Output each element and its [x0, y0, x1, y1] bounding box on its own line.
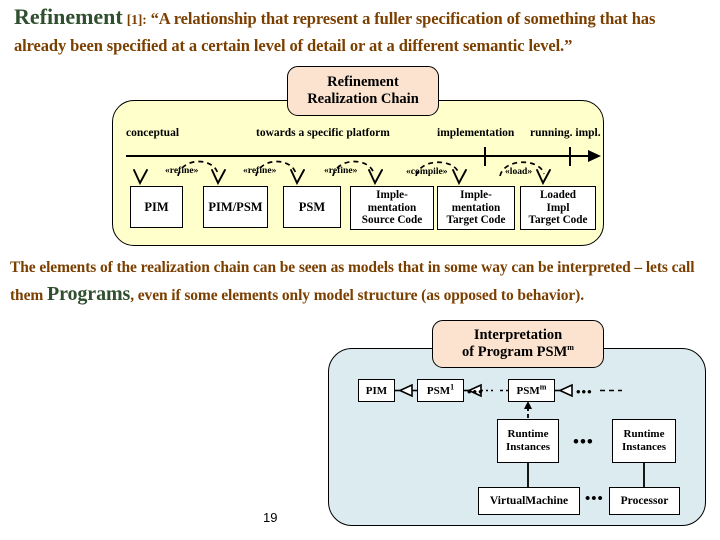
intro-citation: [1]:	[126, 12, 147, 27]
interp-box-psm-last-superscript: m	[539, 381, 547, 391]
interpretation-title-line2-prefix: of Program PSM	[462, 344, 568, 360]
interp-box-runtime-instances-2[interactable]: Runtime Instances	[612, 419, 676, 463]
timeline-tick-running	[569, 147, 571, 166]
chain-box-lit-line1: Loaded	[539, 189, 577, 202]
interp-box-runtime-2-line2: Instances	[621, 441, 666, 453]
stereotype-refine-2: «refine»	[243, 165, 277, 176]
chain-box-lit-line2: Impl	[546, 201, 570, 214]
stereotype-refine-1: «refine»	[165, 165, 199, 176]
interp-box-psm-last[interactable]: PSMm	[508, 379, 555, 402]
interp-box-runtime-instances-1[interactable]: Runtime Instances	[497, 419, 559, 463]
timeline-tick-implementation	[484, 147, 486, 166]
chain-box-pim-label: PIM	[144, 199, 169, 214]
chain-box-loaded-impl-target-code[interactable]: Loaded Impl Target Code	[520, 186, 596, 230]
chain-box-impl-target-code[interactable]: Imple- mentation Target Code	[437, 186, 515, 230]
timeline-axis	[126, 155, 591, 157]
ellipsis-between-platforms: •••	[585, 491, 604, 507]
interp-box-runtime-1-line1: Runtime	[507, 428, 549, 440]
interp-box-psm-last-base: PSM	[516, 384, 540, 397]
chain-box-pim-psm-label: PIM/PSM	[208, 199, 263, 214]
middle-text-part2: , even if some elements only model struc…	[130, 287, 585, 304]
interp-box-virtual-machine-label: VirtualMachine	[489, 495, 569, 507]
interp-box-runtime-2-line1: Runtime	[623, 428, 665, 440]
chain-box-isc-line3: Source Code	[361, 214, 423, 227]
chain-box-psm-label: PSM	[298, 199, 326, 214]
interp-box-processor[interactable]: Processor	[609, 487, 680, 515]
phase-label-conceptual: conceptual	[126, 127, 180, 139]
chain-box-itc-line1: Imple-	[460, 189, 492, 202]
interp-box-processor-label: Processor	[620, 495, 669, 507]
chain-title-line1: Refinement	[327, 74, 399, 90]
stereotype-compile: «compile»	[406, 166, 448, 177]
chain-box-pim-psm[interactable]: PIM/PSM	[203, 186, 268, 228]
interpretation-title-line1: Interpretation	[473, 327, 563, 343]
chain-box-psm[interactable]: PSM	[283, 186, 341, 228]
timeline-arrowhead-icon	[588, 149, 601, 162]
phase-label-implementation: implementation	[437, 127, 515, 139]
middle-text-emphasis: Programs	[46, 283, 131, 305]
chain-box-isc-line1: Imple-	[376, 189, 408, 202]
chain-box-impl-source-code[interactable]: Imple- mentation Source Code	[350, 186, 434, 230]
interp-box-psm-first-label: PSM1	[426, 381, 455, 397]
chain-box-itc-line3: Target Code	[446, 214, 506, 227]
interp-box-psm-first-base: PSM	[426, 384, 451, 397]
interp-box-psm-first[interactable]: PSM1	[417, 379, 464, 402]
chain-box-pim[interactable]: PIM	[130, 186, 183, 228]
page-number: 19	[263, 510, 278, 525]
phase-label-platform: towards a specific platform	[256, 127, 390, 139]
interp-box-virtual-machine[interactable]: VirtualMachine	[478, 487, 580, 515]
ellipsis-after-psm-last: •••	[576, 384, 593, 399]
stereotype-load: «load»	[505, 166, 533, 177]
ellipsis-between-runtimes: •••	[573, 432, 594, 451]
chain-title-callout: Refinement Realization Chain	[287, 66, 439, 116]
intro-paragraph: Refinement [1]: “A relationship that rep…	[14, 4, 706, 59]
stereotype-refine-3: «refine»	[324, 165, 358, 176]
chain-box-lit-line3: Target Code	[528, 214, 588, 227]
intro-term: Refinement	[14, 4, 123, 29]
middle-paragraph: The elements of the realization chain ca…	[10, 254, 710, 309]
interp-box-runtime-1-line2: Instances	[505, 441, 550, 453]
interp-box-pim-label: PIM	[365, 384, 388, 397]
middle-text-part1: The elements of the realization chain ca…	[10, 259, 695, 304]
chain-title-line2: Realization Chain	[307, 91, 419, 107]
interp-box-psm-first-superscript: 1	[450, 381, 455, 391]
chain-box-itc-line2: mentation	[451, 201, 501, 214]
ellipsis-between-psms: •••	[467, 384, 484, 399]
interp-box-psm-last-label: PSMm	[516, 381, 547, 397]
intro-quote: “A relationship that represent a fuller …	[14, 9, 656, 55]
interpretation-title-line2: of Program PSMm	[462, 344, 574, 361]
interpretation-title-line2-superscript: m	[567, 343, 574, 353]
phase-label-running-impl: running. impl.	[530, 127, 601, 139]
interp-box-pim[interactable]: PIM	[358, 379, 395, 402]
chain-box-isc-line2: mentation	[367, 201, 417, 214]
interpretation-title-callout: Interpretation of Program PSMm	[432, 320, 604, 368]
